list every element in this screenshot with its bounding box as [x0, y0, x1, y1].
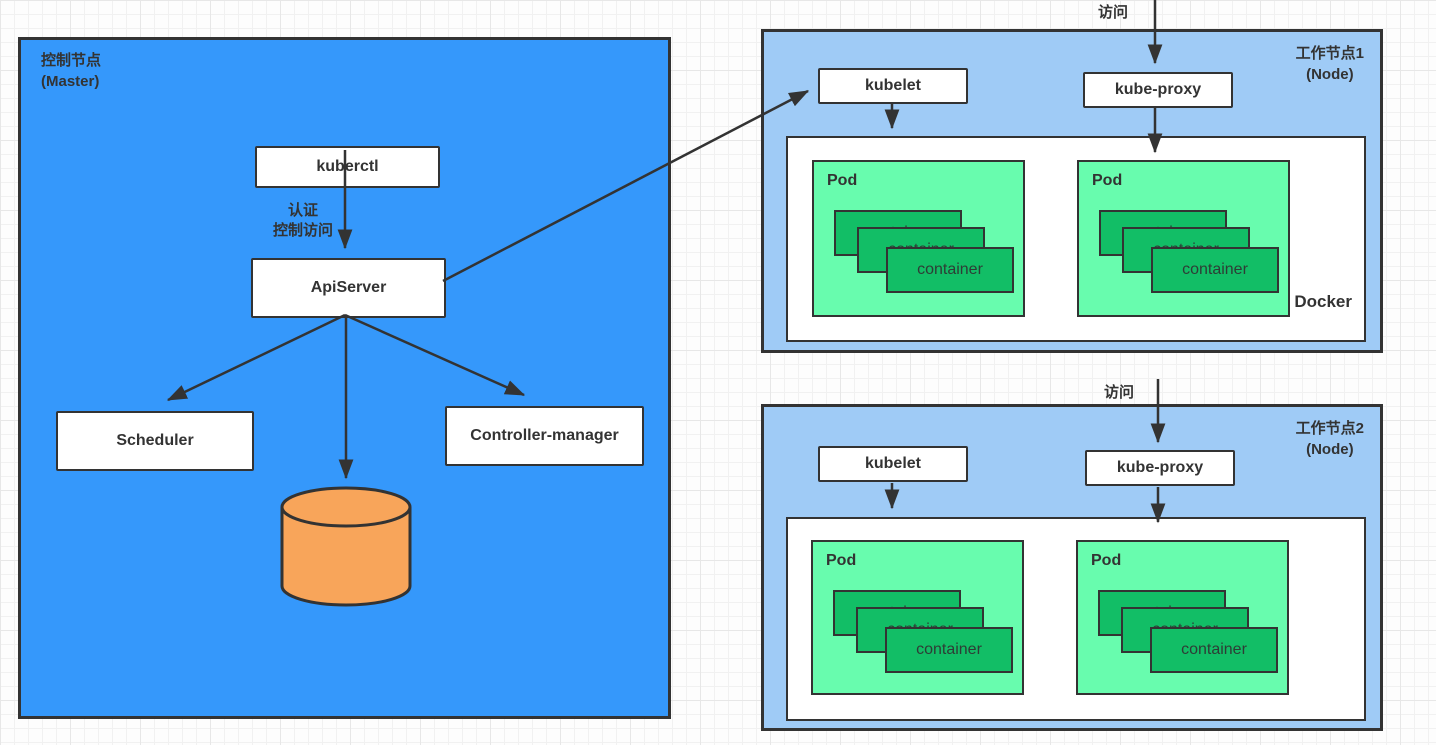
node2-kubelet-label: kubelet — [864, 455, 921, 472]
worker-node-1-group: 工作节点1 (Node) kubelet kube-proxy Pod cont… — [761, 29, 1383, 353]
node2-kube-proxy-label: kube-proxy — [1116, 459, 1204, 476]
etcd-label: etcd — [351, 589, 383, 606]
node2-kubelet-box: kubelet — [818, 446, 968, 482]
node1-docker-label: Docker — [1294, 292, 1352, 311]
node2-pod-2: Pod container container container — [1076, 540, 1289, 695]
node2-pod-2-container-front: container — [1150, 627, 1278, 673]
master-node-group: 控制节点 (Master) kuberctl 认证 控制访问 ApiServer… — [18, 37, 671, 719]
visit-label-node2: 访问 — [1104, 384, 1135, 401]
worker-node-2-title-line2: (Node) — [1306, 441, 1354, 458]
node2-pod-1-label: Pod — [826, 552, 857, 569]
node2-docker-area: Pod container container container Pod co… — [786, 517, 1366, 721]
node1-kube-proxy-box: kube-proxy — [1083, 72, 1233, 108]
node1-pod-1-label: Pod — [827, 172, 858, 189]
container-label: container — [916, 641, 982, 658]
node2-kube-proxy-box: kube-proxy — [1085, 450, 1235, 486]
worker-node-1-title-line1: 工作节点1 — [1295, 45, 1364, 62]
master-title-line1: 控制节点 — [41, 52, 102, 69]
node2-pod-2-label: Pod — [1091, 552, 1122, 569]
apiserver-box: ApiServer — [251, 258, 446, 318]
node2-pod-1-container-front: container — [885, 627, 1013, 673]
kuberctl-box: kuberctl — [255, 146, 440, 188]
worker-node-1-title-line2: (Node) — [1306, 66, 1354, 83]
master-title: 控制节点 (Master) — [41, 50, 101, 92]
container-label: container — [1181, 641, 1247, 658]
worker-node-1-title: 工作节点1 (Node) — [1296, 43, 1364, 85]
node1-pod-2: Pod container container container — [1077, 160, 1290, 317]
scheduler-label: Scheduler — [116, 432, 194, 449]
node1-pod-1: Pod container container container — [812, 160, 1025, 317]
node1-kubelet-box: kubelet — [818, 68, 968, 104]
container-label: container — [1182, 261, 1248, 278]
master-title-line2: (Master) — [41, 73, 100, 90]
controller-manager-box: Controller-manager — [445, 406, 644, 466]
node1-kubelet-label: kubelet — [864, 77, 921, 94]
container-label: container — [917, 261, 983, 278]
worker-node-2-group: 工作节点2 (Node) kubelet kube-proxy Pod cont… — [761, 404, 1383, 731]
visit-label-node1: 访问 — [1098, 4, 1129, 21]
auth-label-line1: 认证 — [287, 202, 318, 219]
node1-pod-1-container-front: container — [886, 247, 1014, 293]
kuberctl-label: kuberctl — [316, 158, 379, 175]
node1-pod-2-container-front: container — [1151, 247, 1279, 293]
node2-pod-1: Pod container container container — [811, 540, 1024, 695]
apiserver-label: ApiServer — [310, 279, 387, 296]
node1-kube-proxy-label: kube-proxy — [1114, 81, 1202, 98]
node1-docker-area: Pod container container container Pod co… — [786, 136, 1366, 342]
controller-manager-label: Controller-manager — [470, 427, 619, 444]
node1-pod-2-label: Pod — [1092, 172, 1123, 189]
worker-node-2-title-line1: 工作节点2 — [1295, 420, 1364, 437]
scheduler-box: Scheduler — [56, 411, 254, 471]
worker-node-2-title: 工作节点2 (Node) — [1296, 418, 1364, 460]
auth-label-line2: 控制访问 — [272, 221, 333, 239]
auth-label: 认证 控制访问 — [248, 201, 358, 240]
